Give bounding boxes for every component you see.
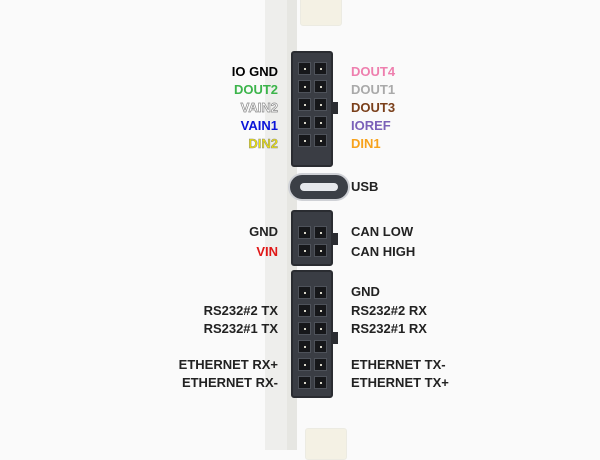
connector-latch	[333, 102, 338, 114]
pin-label-ethernet-tx-minus: ETHERNET TX-	[351, 357, 446, 372]
connector-latch	[333, 233, 338, 245]
pin-label-can-high: CAN HIGH	[351, 244, 416, 259]
pin-label-vin: VIN	[256, 244, 278, 259]
antenna-connector-bottom	[305, 428, 347, 460]
pin-label-din2: DIN2	[248, 136, 278, 152]
pin-label-rs232-1-tx: RS232#1 TX	[203, 321, 278, 336]
pin-label-dout2: DOUT2	[233, 82, 278, 97]
pin-label-dout4: DOUT4	[351, 64, 396, 79]
serial-ethernet-connector	[291, 270, 333, 398]
pin-label-rs232-2-rx: RS232#2 RX	[351, 303, 427, 318]
pin-label-gnd-2: GND	[351, 284, 380, 299]
pin-label-vain1: VAIN1	[240, 118, 278, 133]
pin-label-ethernet-tx-plus: ETHERNET TX+	[351, 375, 449, 390]
pin-label-vain2: VAIN2	[240, 100, 278, 116]
connector-latch	[333, 332, 338, 344]
pin-label-rs232-2-tx: RS232#2 TX	[203, 303, 278, 318]
usb-label: USB	[351, 179, 379, 194]
pin-label-gnd: GND	[249, 224, 278, 239]
power-can-connector	[291, 210, 333, 266]
pin-label-ethernet-rx-minus: ETHERNET RX-	[181, 375, 278, 390]
pin-label-can-low: CAN LOW	[351, 224, 414, 239]
pin-label-rs232-1-rx: RS232#1 RX	[351, 321, 427, 336]
antenna-connector-top	[300, 0, 342, 26]
pin-label-ioref: IOREF	[351, 118, 391, 133]
usb-c-port	[290, 175, 348, 199]
pin-label-dout3: DOUT3	[351, 100, 396, 115]
pin-label-dout1: DOUT1	[351, 82, 396, 97]
pin-label-din1: DIN1	[351, 136, 381, 151]
pin-label-ethernet-rx-plus: ETHERNET RX+	[178, 357, 278, 372]
io-connector	[291, 51, 333, 167]
pin-label-io-gnd: IO GND	[231, 64, 278, 79]
